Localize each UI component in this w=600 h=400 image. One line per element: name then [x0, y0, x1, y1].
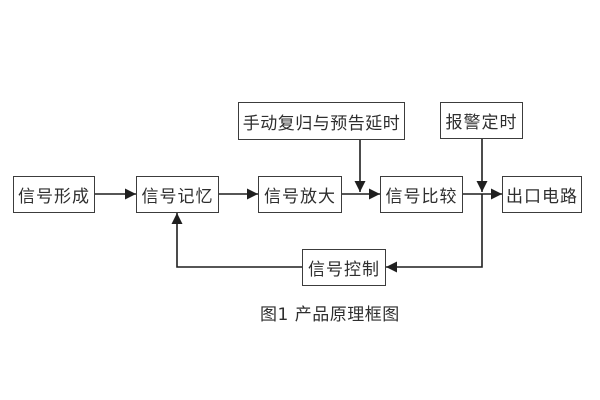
node-output-circuit: 出口电路: [502, 176, 582, 213]
node-signal-formation-label: 信号形成: [18, 187, 90, 207]
node-signal-amplify: 信号放大: [258, 176, 342, 213]
node-signal-control: 信号控制: [302, 249, 386, 286]
node-signal-amplify-label: 信号放大: [264, 187, 336, 207]
edge-control-to-memory: [171, 213, 302, 268]
node-signal-compare-label: 信号比较: [385, 187, 458, 207]
edge-junction-to-control: [386, 194, 483, 273]
node-manual-reset-forewarn-delay-label: 手动复归与预告延时: [242, 113, 401, 134]
node-signal-compare: 信号比较: [380, 176, 463, 213]
node-signal-memory-label: 信号记忆: [141, 187, 214, 207]
node-output-circuit-label: 出口电路: [506, 187, 578, 207]
node-signal-memory: 信号记忆: [136, 176, 219, 213]
node-manual-reset-forewarn-delay: 手动复归与预告延时: [238, 102, 405, 140]
node-alarm-timing: 报警定时: [440, 102, 523, 139]
node-alarm-timing-label: 报警定时: [445, 113, 518, 133]
figure-caption: 图1 产品原理框图: [260, 305, 400, 325]
node-signal-formation: 信号形成: [13, 176, 95, 213]
node-signal-control-label: 信号控制: [308, 260, 380, 280]
